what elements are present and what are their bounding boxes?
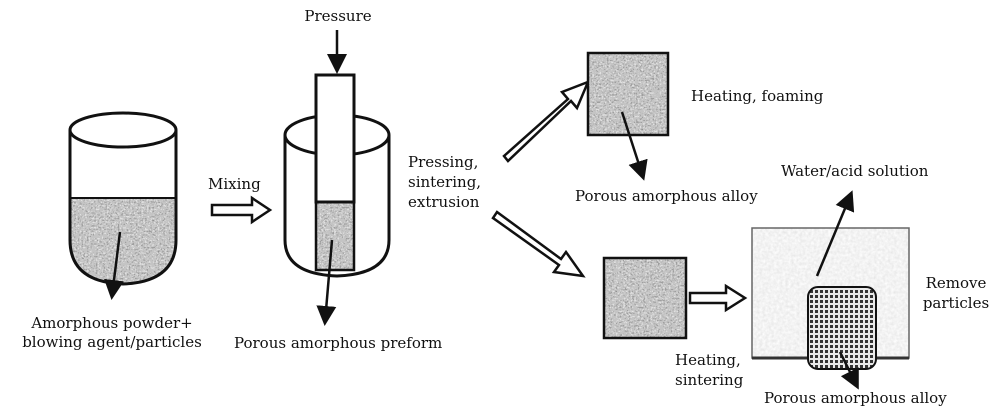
press-beaker (283, 30, 391, 326)
sintered-fill (604, 258, 686, 338)
beaker-rim (68, 111, 178, 149)
label-amorphous-powder-1: Amorphous powder+ (31, 314, 193, 332)
label-pressing-3: extrusion (408, 193, 480, 211)
label-porous-preform: Porous amorphous preform (234, 334, 443, 352)
solution-box (751, 190, 910, 390)
plunger (314, 73, 356, 204)
sintered-block (602, 256, 688, 340)
label-amorphous-powder-2: blowing agent/particles (22, 333, 202, 351)
label-pressing-2: sintering, (408, 173, 482, 191)
grid-pointer-arrow (838, 351, 859, 390)
foamed-alloy-fill (588, 53, 668, 135)
label-mixing: Mixing (208, 175, 261, 193)
solution-up-arrow (815, 190, 855, 277)
foamed-alloy-block (586, 51, 670, 181)
down-diagonal-arrow (491, 210, 586, 278)
powder-fill (70, 198, 176, 284)
mixing-arrow (210, 195, 273, 225)
up-diagonal-arrow (502, 79, 591, 163)
label-heating-sintering-2: sintering (675, 371, 744, 389)
label-pressure: Pressure (304, 7, 372, 25)
preform-outline (314, 200, 356, 272)
powder-beaker (68, 111, 178, 300)
powder-pointer-arrow (104, 231, 124, 300)
preform-fill (316, 202, 354, 270)
label-heating-sintering-1: Heating, (675, 351, 741, 369)
sintered-outline (602, 256, 688, 340)
label-water-acid: Water/acid solution (781, 162, 929, 180)
foamed-alloy-outline (586, 51, 670, 137)
sinter-to-solution-arrow (688, 283, 748, 313)
label-pressing-1: Pressing, (408, 153, 479, 171)
label-porous-alloy-top: Porous amorphous alloy (575, 187, 758, 205)
label-heating-foaming: Heating, foaming (691, 87, 824, 105)
foamed-alloy-pointer-arrow (620, 111, 648, 181)
label-remove-2: particles (922, 294, 990, 312)
preform-pointer-arrow (316, 239, 337, 326)
label-porous-alloy-bottom: Porous amorphous alloy (764, 389, 947, 407)
label-remove-1: Remove (925, 274, 987, 292)
